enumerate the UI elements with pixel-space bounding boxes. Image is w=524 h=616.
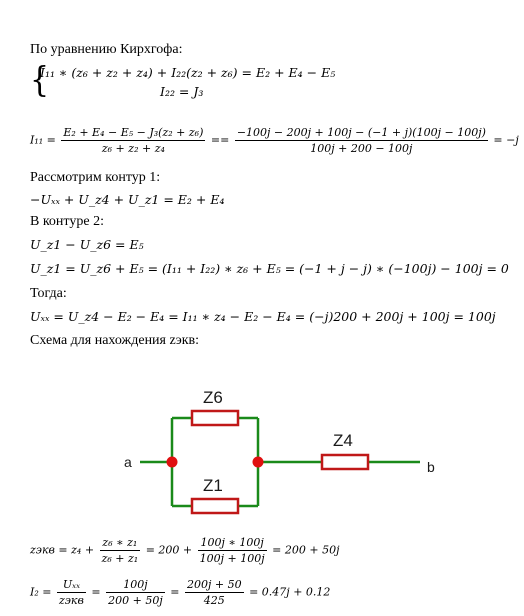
i11-fraction-2: −100j − 200j + 100j − (−1 + j)(100j − 10… <box>234 126 488 155</box>
system-eq2: I₂₂ = J₃ <box>160 84 204 99</box>
i2-eq1: = <box>91 585 101 599</box>
zeq-den1: z₆ + z₁ <box>101 552 139 565</box>
intro-text: По уравнению Кирхгофа: <box>30 42 183 57</box>
i2-eq2: = <box>170 585 180 599</box>
label-z4: Z4 <box>333 431 353 450</box>
i2-num2: 100j <box>106 578 165 593</box>
i11-result: = −j <box>493 133 519 147</box>
i11-num1: E₂ + E₄ − E₅ − J₃(z₂ + z₆) <box>61 126 206 141</box>
i11-den1: z₆ + z₂ + z₄ <box>101 142 165 155</box>
label-z6: Z6 <box>203 388 223 407</box>
i2-result: = 0.47j + 0.12 <box>249 585 331 599</box>
resistor-z1 <box>190 497 240 515</box>
i2-num1: Uₓₓ <box>56 578 86 593</box>
i2-den1: zэкв <box>58 594 84 607</box>
i2-equation: I₂ = Uₓₓ zэкв = 100j 200 + 50j = 200j + … <box>30 578 330 607</box>
i2-num3: 200j + 50 <box>184 578 244 593</box>
node-right <box>252 456 264 468</box>
terminal-b: b <box>427 459 435 475</box>
contour1-label: Рассмотрим контур 1: <box>30 170 161 185</box>
zeq-fraction-1: z₆ ∗ z₁ z₆ + z₁ <box>99 536 141 565</box>
zeq-mid: = 200 + <box>145 543 193 557</box>
zeq-den2: 100j + 100j <box>199 552 265 565</box>
zeq-num1: z₆ ∗ z₁ <box>99 536 141 551</box>
i2-fraction-1: Uₓₓ zэкв <box>56 578 86 607</box>
node-left <box>166 456 178 468</box>
i11-mid: == <box>210 133 230 147</box>
contour2-equation-2: U_z1 = U_z6 + E₅ = (I₁₁ + I₂₂) ∗ z₆ + E₅… <box>30 261 509 276</box>
i2-fraction-3: 200j + 50 425 <box>184 578 244 607</box>
i11-fraction-1: E₂ + E₄ − E₅ − J₃(z₂ + z₆) z₆ + z₂ + z₄ <box>61 126 206 155</box>
zeq-num2: 100j ∗ 100j <box>197 536 267 551</box>
i11-den2: 100j + 200 − 100j <box>310 142 413 155</box>
i11-num2: −100j − 200j + 100j − (−1 + j)(100j − 10… <box>234 126 488 141</box>
resistor-z4 <box>320 453 370 471</box>
terminal-a: a <box>124 454 132 470</box>
zeq-equation: zэкв = z₄ + z₆ ∗ z₁ z₆ + z₁ = 200 + 100j… <box>30 536 339 565</box>
contour2-label: В контуре 2: <box>30 214 104 229</box>
system-brace: { <box>30 60 50 101</box>
zeq-result: = 200 + 50j <box>272 543 340 557</box>
zeq-fraction-2: 100j ∗ 100j 100j + 100j <box>197 536 267 565</box>
resistors <box>190 409 370 515</box>
system-eq1: I₁₁ ∗ (z₆ + z₂ + z₄) + I₂₂(z₂ + z₆) = E₂… <box>40 65 336 80</box>
zeq-lhs: zэкв = z₄ + <box>30 543 95 557</box>
label-z1: Z1 <box>203 476 223 495</box>
i2-den3: 425 <box>203 594 225 607</box>
contour2-equation-1: U_z1 − U_z6 = E₅ <box>30 237 144 252</box>
resistor-z6 <box>190 409 240 427</box>
i11-lhs: I₁₁ = <box>30 133 56 147</box>
i2-lhs: I₂ = <box>30 585 52 599</box>
i2-den2: 200 + 50j <box>108 594 163 607</box>
circuit-wires <box>140 416 420 508</box>
then-label: Тогда: <box>30 286 67 301</box>
i2-fraction-2: 100j 200 + 50j <box>106 578 165 607</box>
contour1-equation: −Uₓₓ + U_z4 + U_z1 = E₂ + E₄ <box>30 192 225 207</box>
uxx-equation: Uₓₓ = U_z4 − E₂ − E₄ = I₁₁ ∗ z₄ − E₂ − E… <box>30 309 496 324</box>
nodes <box>166 456 264 468</box>
scheme-label: Схема для нахождения zэкв: <box>30 333 200 348</box>
i11-equation: I₁₁ = E₂ + E₄ − E₅ − J₃(z₂ + z₆) z₆ + z₂… <box>30 126 519 155</box>
